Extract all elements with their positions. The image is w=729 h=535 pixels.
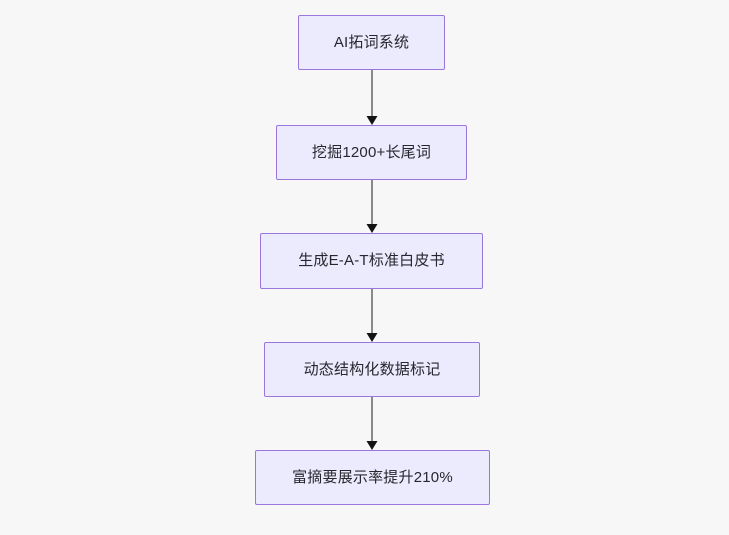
flow-node-ai-keyword-system[interactable]: AI拓词系统 [298,15,445,70]
connector-node1-node2 [366,70,378,125]
connector-node3-node4 [366,289,378,342]
flow-node-label: AI拓词系统 [333,33,410,51]
arrowhead-icon [366,441,378,450]
arrowhead-icon [366,224,378,233]
arrowhead-icon [366,333,378,342]
flow-node-rich-snippet-rate-increase[interactable]: 富摘要展示率提升210% [255,450,490,505]
connector-node2-node3 [366,180,378,233]
flow-node-dynamic-structured-data-markup[interactable]: 动态结构化数据标记 [264,342,480,397]
flow-node-label: 生成E-A-T标准白皮书 [298,252,445,269]
flow-node-label: 挖掘1200+长尾词 [311,143,432,161]
flow-node-label: 动态结构化数据标记 [303,360,441,378]
connector-node4-node5 [366,397,378,450]
flow-node-label: 富摘要展示率提升210% [292,468,453,486]
flow-node-generate-eat-whitepaper[interactable]: 生成E-A-T标准白皮书 [260,233,483,289]
flow-node-mine-longtail-keywords[interactable]: 挖掘1200+长尾词 [276,125,467,180]
arrowhead-icon [366,116,378,125]
